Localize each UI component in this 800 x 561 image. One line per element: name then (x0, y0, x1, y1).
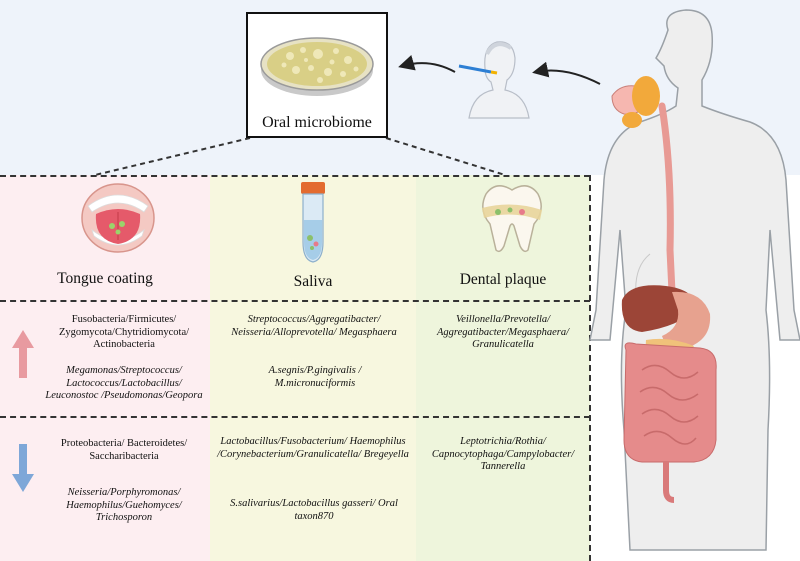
plaque-down-genera: Leptotrichia/Rothia/ Capnocytophaga/Camp… (431, 436, 575, 472)
divider-lower (0, 416, 590, 418)
saliva-down-species: S.salivarius/Lactobacillus gasseri/ Oral… (230, 498, 398, 522)
site-label-tongue: Tongue coating (57, 270, 153, 287)
divider-middle (0, 300, 590, 302)
saliva-up-genera: Streptococcus/Aggregatibacter/ Neisseria… (231, 314, 397, 338)
swab-person-icon (458, 41, 530, 119)
site-label-saliva: Saliva (293, 273, 333, 290)
oral-microbiome-box: Oral microbiome (246, 12, 388, 138)
tongue-up-genera: Megamonas/Streptococcus/ Lactococcus/Lac… (45, 365, 203, 401)
tongue-up-phyla: Fusobacteria/Firmicutes/ Zygomycota/Chyt… (58, 314, 190, 350)
up-arrow-icon (12, 330, 34, 378)
divider-vertical (589, 175, 591, 561)
petri-dish-icon (260, 37, 374, 96)
human-body-icon (589, 9, 800, 551)
tongue-icon (81, 183, 155, 253)
saliva-up-species: A.segnis/P.gingivalis / M.micronuciformi… (268, 365, 362, 389)
diagram-title: Oral microbiome (262, 114, 372, 131)
site-label-plaque: Dental plaque (459, 271, 547, 288)
tongue-down-genera: Neisseria/Porphyromonas/ Haemophilus/Gue… (66, 487, 182, 523)
down-arrow-icon (12, 444, 34, 492)
saliva-down-genera: Lactobacillus/Fusobacterium/ Haemophilus… (217, 436, 409, 460)
plaque-up-genera: Veillonella/Prevotella/ Aggregatibacter/… (436, 314, 569, 350)
divider-top (0, 175, 590, 177)
tooth-icon (482, 185, 542, 253)
saliva-tube-icon (301, 182, 325, 263)
tongue-down-phyla: Proteobacteria/ Bacteroidetes/ Saccharib… (60, 438, 188, 462)
